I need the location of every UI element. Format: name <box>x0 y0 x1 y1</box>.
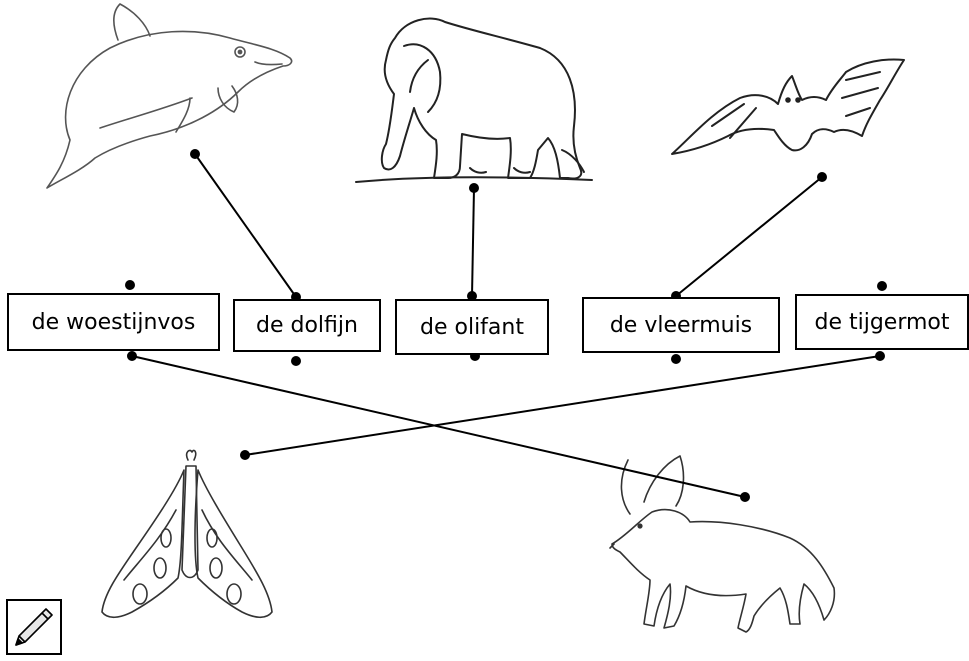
moth-icon <box>101 449 273 619</box>
dot-tijgermot-top[interactable] <box>877 281 887 291</box>
dot-woestijnvos-top[interactable] <box>125 280 135 290</box>
label-dolfijn[interactable]: de dolfijn <box>233 299 381 352</box>
line-elephant-olifant <box>471 187 475 297</box>
pencil-button[interactable] <box>6 599 62 655</box>
label-vleermuis[interactable]: de vleermuis <box>582 297 780 353</box>
label-olifant[interactable]: de olifant <box>395 299 549 355</box>
elephant-icon <box>355 17 593 183</box>
dot-vleermuis-bottom[interactable] <box>671 354 681 364</box>
fennec-fox-icon <box>609 455 836 633</box>
pencil-icon <box>15 608 53 646</box>
dot-fox[interactable] <box>740 492 750 502</box>
line-dolphin-dolfijn <box>194 153 297 298</box>
line-tijgermot-moth <box>244 355 881 456</box>
dot-elephant[interactable] <box>469 183 479 193</box>
anchor-dots <box>125 149 887 502</box>
label-woestijnvos[interactable]: de woestijnvos <box>7 293 220 351</box>
line-bat-vleermuis <box>675 176 823 297</box>
connector-lines <box>131 153 881 498</box>
dot-tijgermot-bottom[interactable] <box>875 351 885 361</box>
label-tijgermot[interactable]: de tijgermot <box>795 294 969 350</box>
dot-dolfijn-bottom[interactable] <box>291 356 301 366</box>
dot-dolphin[interactable] <box>190 149 200 159</box>
dot-woestijnvos-bottom[interactable] <box>127 351 137 361</box>
line-woestijnvos-fox <box>131 355 746 498</box>
bat-icon <box>671 58 905 155</box>
dot-olifant-top[interactable] <box>467 291 477 301</box>
dot-moth[interactable] <box>240 450 250 460</box>
dolphin-icon <box>46 3 293 189</box>
dot-bat[interactable] <box>817 172 827 182</box>
